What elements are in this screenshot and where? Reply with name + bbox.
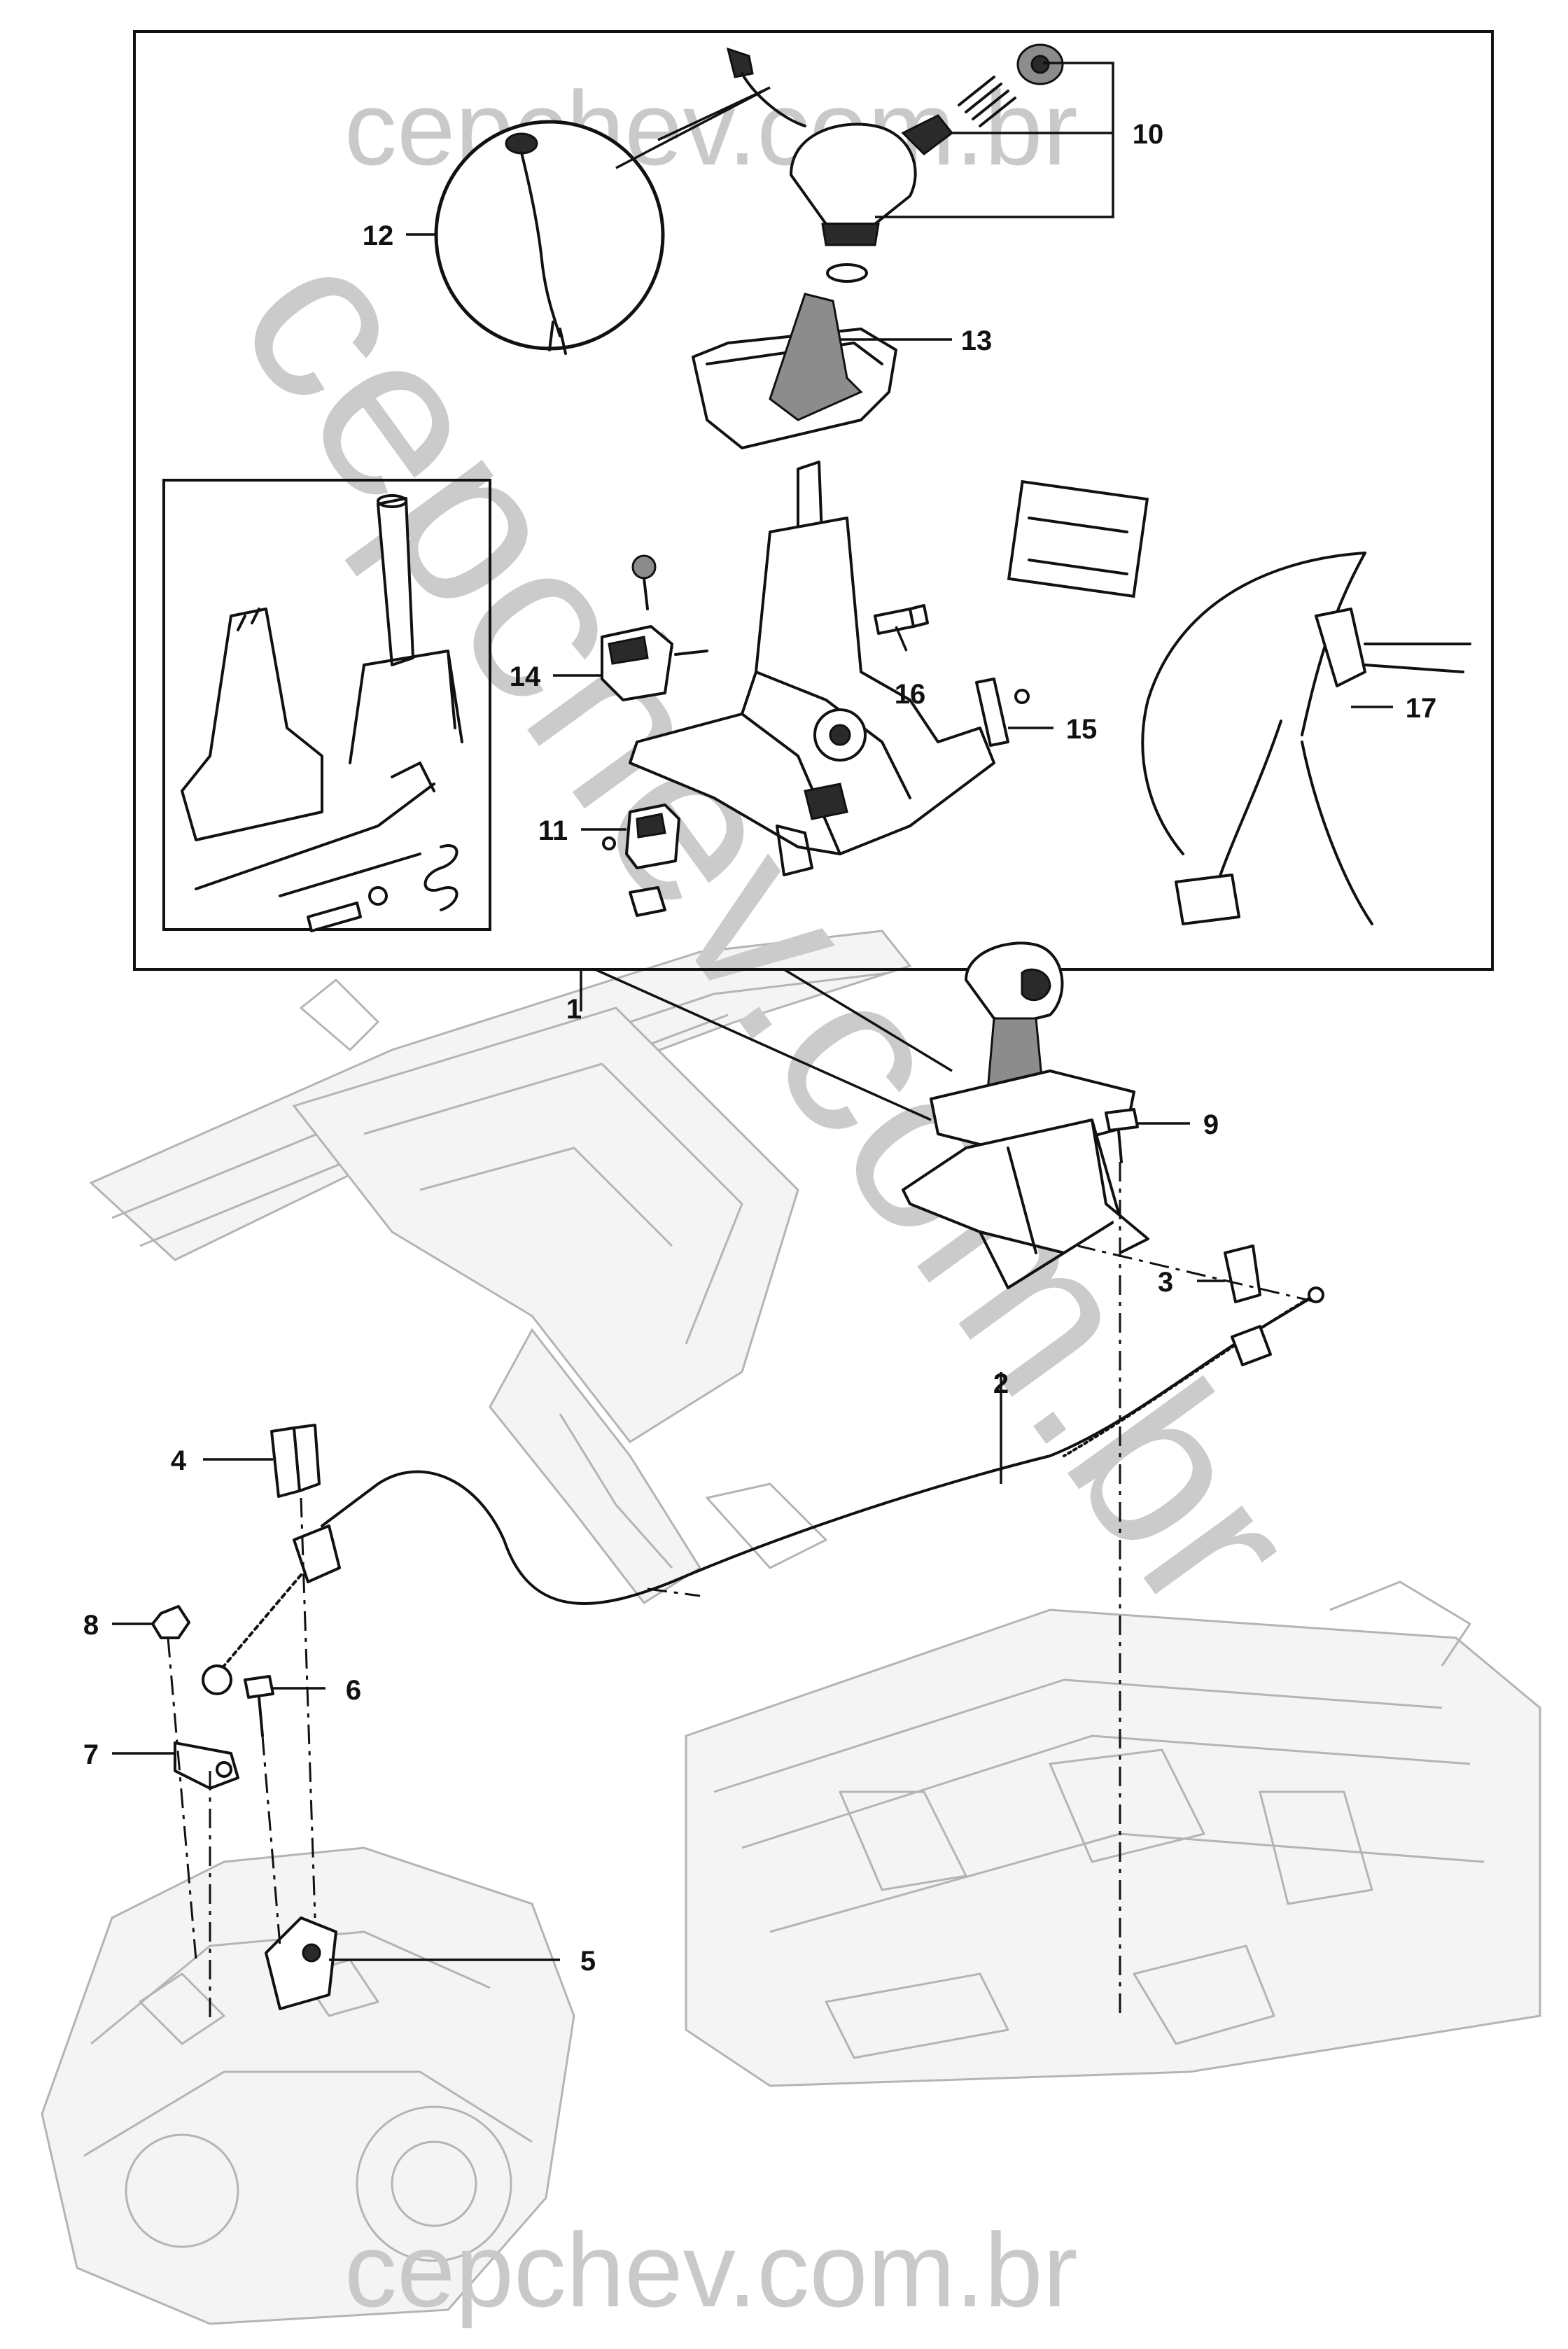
detail-frame (133, 30, 1494, 971)
callout-7: 7 (83, 1739, 99, 1770)
callout-5: 5 (580, 1946, 596, 1977)
callout-2: 2 (993, 1368, 1009, 1399)
cable-bracket-parts (112, 1424, 560, 2010)
shift-assembly-installed (594, 941, 1261, 1303)
callout-3: 3 (1158, 1267, 1173, 1298)
callout-10: 10 (1133, 119, 1164, 150)
callout-6: 6 (346, 1675, 361, 1706)
part-2-shift-cable (202, 1286, 1324, 1695)
assembly-guide-lines (167, 1162, 1317, 2023)
part-10-shift-knob-set (790, 43, 1114, 283)
callout-15: 15 (1066, 714, 1098, 745)
part-17-wiring-harness (1007, 479, 1471, 925)
vehicle-underbody-outline (41, 930, 1541, 2325)
service-kit-frame (162, 479, 491, 931)
callout-1: 1 (566, 994, 582, 1025)
part-13-shift-boot (692, 293, 952, 449)
callout-12: 12 (363, 220, 394, 251)
callout-labels: 1 2 3 4 5 6 7 8 9 10 11 12 13 14 15 16 1… (83, 119, 1436, 1977)
callout-16: 16 (895, 679, 926, 710)
shift-lever-housing (553, 461, 1054, 917)
callout-9: 9 (1203, 1109, 1219, 1140)
callout-13: 13 (961, 325, 993, 356)
watermark-bottom-text: cepchev.com.br (344, 2211, 1078, 2329)
callout-14: 14 (510, 661, 541, 692)
watermark-top-text: cepchev.com.br (344, 69, 1078, 187)
callout-8: 8 (83, 1610, 99, 1641)
callout-11: 11 (538, 815, 568, 846)
callout-4: 4 (171, 1445, 187, 1476)
service-kit-contents (181, 494, 463, 932)
callout-17: 17 (1406, 693, 1437, 724)
